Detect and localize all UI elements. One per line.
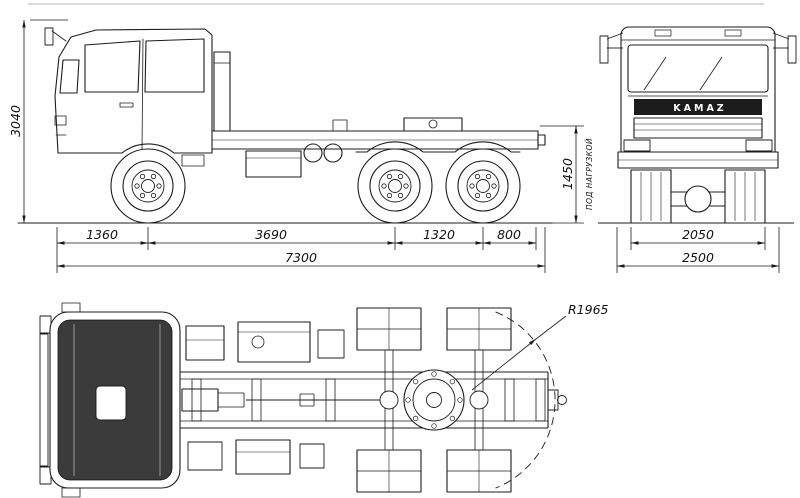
side-window-rear: [144, 38, 205, 93]
headlight-side: [54, 115, 67, 126]
roof-marker-light: [724, 29, 742, 37]
top-view: [39, 302, 567, 498]
turning-radius-arc: [495, 311, 556, 489]
wiper-icon: [643, 56, 667, 91]
rear-hitch-side: [537, 134, 546, 146]
mirror-plan: [61, 302, 81, 313]
door-handle: [119, 102, 134, 108]
rear-hitch-plan: [547, 389, 559, 411]
rear-wheel-2-side: [445, 148, 521, 224]
dim-turning-radius: R1965: [568, 302, 609, 317]
rear-wheel-1-side: [357, 148, 433, 224]
battery-box-plan: [235, 439, 291, 475]
axle-differential: [379, 369, 489, 431]
air-tank: [332, 119, 348, 132]
front-wheel-side: [110, 148, 186, 224]
dimensions-front: [616, 227, 780, 273]
grille: [633, 117, 763, 139]
frame-bracket-circle: [323, 143, 343, 163]
front-axle-hub: [684, 185, 712, 213]
headlight-left: [623, 139, 651, 152]
bumper-corner-plan: [39, 315, 52, 334]
crossmember: [535, 378, 546, 422]
dim-rear-overhang: 800: [497, 227, 521, 242]
rear-wheels-plan: [356, 307, 512, 493]
side-window-front: [84, 40, 141, 93]
cab-front: [620, 26, 776, 169]
frame-equipment: [403, 117, 463, 132]
fuel-tank-plan: [237, 321, 311, 363]
dim-wheelbase: 3690: [255, 227, 287, 242]
mirror-left-front: [599, 35, 609, 64]
gearbox-plan: [181, 388, 219, 412]
front-bumper-plan: [39, 333, 49, 467]
bumper-corner-plan: [39, 466, 52, 485]
side-mirror: [44, 27, 54, 46]
crossmember: [191, 378, 202, 422]
grille-badge-text: KAMAZ: [673, 103, 726, 114]
dim-front-overhang: 1360: [86, 227, 118, 242]
headlight-right: [745, 139, 773, 152]
windshield-side: [59, 59, 80, 94]
spare-box-plan: [299, 443, 325, 469]
fuel-tank-side: [245, 150, 302, 178]
side-view: [17, 27, 553, 224]
frame-height-note: ПОД НАГРУЗКОЙ: [585, 138, 594, 210]
dim-overall-width: 2500: [682, 250, 714, 265]
mirror-plan: [61, 487, 81, 498]
crossmember: [504, 378, 515, 422]
muffler-plan: [187, 441, 223, 471]
dim-frame-height: 1450: [560, 158, 575, 190]
wiper-icon: [699, 56, 723, 91]
roof-hatch: [95, 385, 127, 421]
mirror-right-front: [787, 35, 797, 64]
air-filter-plan: [185, 325, 225, 361]
dim-front-track: 2050: [682, 227, 714, 242]
tank-filler: [251, 335, 265, 349]
door-seam: [141, 38, 144, 152]
dimensions-side: [22, 19, 584, 273]
cab-step: [181, 154, 205, 167]
roof-marker-light: [654, 29, 672, 37]
dim-rear-axle-spacing: 1320: [423, 227, 455, 242]
toolbox-plan: [317, 329, 345, 359]
grille-badge-band: [634, 99, 762, 115]
air-intake-stack: [213, 51, 231, 132]
windshield-front: [627, 44, 769, 93]
dim-overall-length: 7300: [285, 250, 317, 265]
rear-fenders: [355, 141, 521, 153]
turning-radius-callout: [471, 315, 567, 391]
dim-overall-height: 3040: [8, 105, 23, 137]
frame-bracket-circle: [303, 143, 323, 163]
front-view: KAMAZ: [598, 26, 797, 224]
